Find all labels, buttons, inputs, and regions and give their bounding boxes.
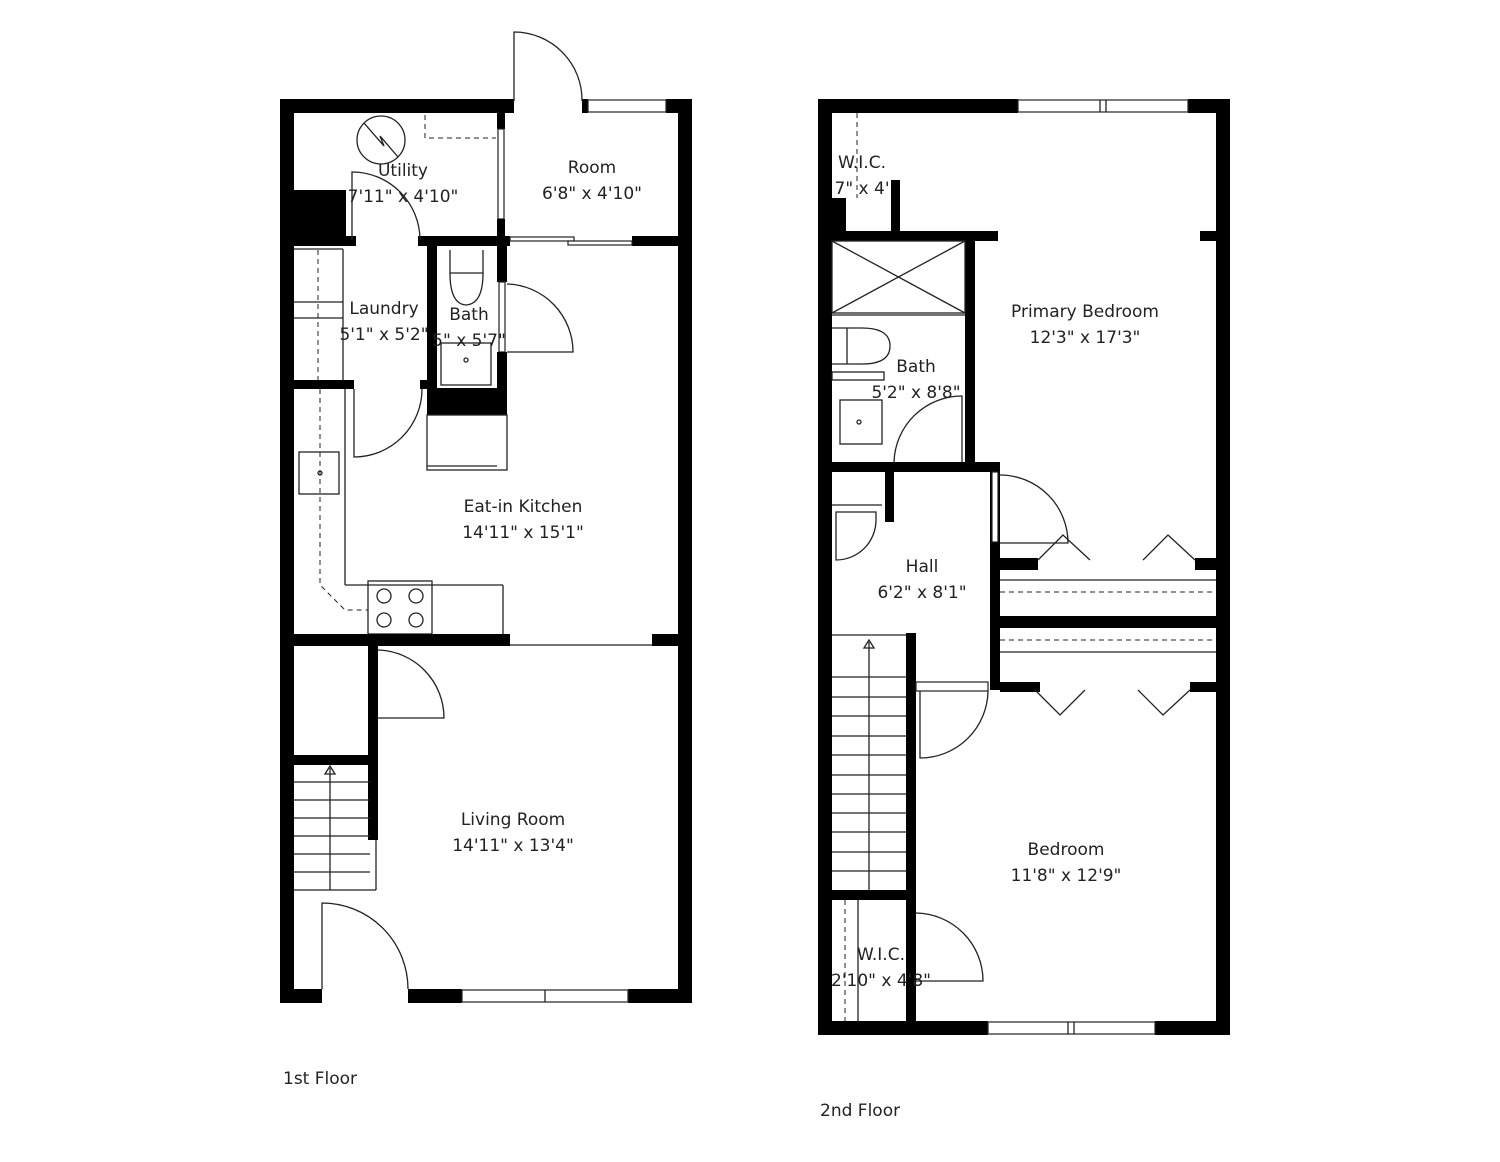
bedroom2-door xyxy=(919,690,989,759)
wall xyxy=(582,99,588,113)
wall xyxy=(818,99,832,1035)
wall xyxy=(294,755,370,765)
utility-door xyxy=(351,171,421,241)
wall xyxy=(678,99,692,1003)
wall xyxy=(632,236,680,246)
wall xyxy=(652,634,680,646)
shower xyxy=(831,240,966,314)
wall xyxy=(818,890,916,900)
wall xyxy=(1200,231,1216,241)
wall xyxy=(891,180,900,234)
wall xyxy=(294,380,354,389)
wall xyxy=(497,219,505,246)
bath-sink xyxy=(839,399,883,445)
room-label-wic: W.I.C.7" x 4' xyxy=(834,153,890,199)
linen-door xyxy=(835,511,877,561)
wall xyxy=(1000,682,1040,692)
laundry-door xyxy=(353,388,423,458)
floor-label-second: 2nd Floor xyxy=(820,1101,901,1121)
wall xyxy=(368,646,378,840)
wall xyxy=(280,99,294,1003)
front-door xyxy=(321,902,409,990)
window xyxy=(987,1021,1156,1035)
wall xyxy=(990,462,1000,690)
bedroom-door xyxy=(999,474,1069,544)
bath-door xyxy=(506,283,574,353)
closet-door xyxy=(377,649,445,719)
kitchen-sink xyxy=(298,451,340,495)
wall xyxy=(1155,1021,1230,1035)
wall xyxy=(427,246,437,390)
window xyxy=(587,99,667,113)
wall xyxy=(818,462,1000,472)
wall xyxy=(427,388,507,415)
wall xyxy=(906,633,916,1023)
first-floor-plan xyxy=(280,31,692,1003)
room-label-wic-2: W.I.C.2'10" x 4'8" xyxy=(831,945,931,991)
wall xyxy=(497,113,505,129)
exterior-door xyxy=(513,31,583,102)
toilet xyxy=(832,327,891,365)
floor-label-first: 1st Floor xyxy=(283,1069,358,1089)
wall xyxy=(280,989,322,1003)
wall xyxy=(818,1021,988,1035)
wall xyxy=(818,99,1018,113)
staircase xyxy=(294,764,377,891)
staircase xyxy=(832,634,906,890)
wall xyxy=(497,246,507,282)
wall xyxy=(418,236,510,246)
wall xyxy=(965,241,975,463)
water-heater-icon xyxy=(356,115,406,165)
wall xyxy=(408,989,462,1003)
wall xyxy=(280,99,514,113)
wall xyxy=(1000,616,1216,628)
stove xyxy=(367,580,433,635)
bath-door xyxy=(893,395,963,466)
wall xyxy=(1000,558,1038,570)
wic-door xyxy=(915,912,984,982)
wall xyxy=(818,231,998,241)
wall xyxy=(628,989,692,1003)
wall xyxy=(1216,99,1230,1035)
wall xyxy=(294,190,346,246)
window xyxy=(1017,99,1189,113)
second-floor-plan xyxy=(818,99,1230,1035)
wall xyxy=(294,634,510,646)
